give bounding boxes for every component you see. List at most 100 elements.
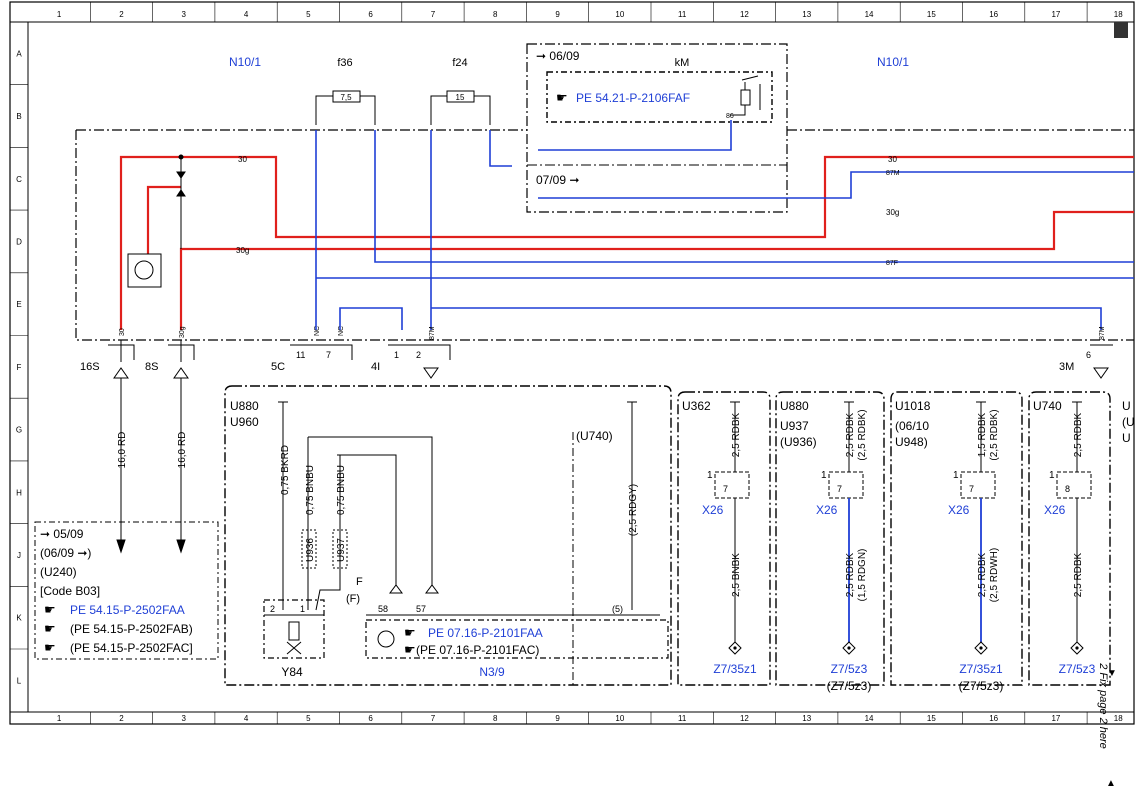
grid-row-label: L [17, 676, 22, 685]
pin-87m-right: 87M [1099, 326, 1106, 340]
relay-ref-link[interactable]: PE 54.21-P-2106FAF [576, 91, 690, 105]
grid-col-top: 4 [244, 10, 249, 19]
fuse-f24-label: f24 [452, 57, 467, 69]
relay-km-box [526, 43, 788, 213]
fuse-f36-label: f36 [337, 57, 352, 69]
x26-label: X26 [816, 503, 838, 517]
grid-col-bottom: 12 [740, 714, 749, 723]
transistor-icon [134, 260, 154, 280]
grid-col-top: 1 [57, 10, 62, 19]
relay-km-label: kM [675, 57, 690, 69]
pin-6: 6 [1086, 350, 1091, 360]
grid-col-bottom: 9 [555, 714, 560, 723]
grid-col-top: 9 [555, 10, 560, 19]
connector-5c: 5C [271, 361, 285, 373]
grid-col-top: 6 [368, 10, 373, 19]
grid-row-label: E [16, 300, 21, 309]
x26-pin-1: 1 [707, 470, 713, 481]
n10-label-left: N10/1 [229, 55, 261, 69]
grid-row-label: F [17, 363, 22, 372]
corner-mark [1114, 22, 1128, 38]
n10-label-right: N10/1 [877, 55, 909, 69]
x26-connector-box [1056, 471, 1092, 499]
left-box-ref1[interactable]: PE 54.15-P-2502FAA [70, 603, 185, 617]
x26-wire-top-label: 2,5 RDBK [845, 412, 856, 457]
pin-nc-2: NC [338, 326, 345, 336]
grid-row-label: J [17, 551, 21, 560]
left-box-ref2[interactable]: (PE 54.15-P-2502FAB) [70, 622, 193, 636]
n39-wire-bnbu-2: 0,75 BNBU [336, 465, 347, 515]
ground-point-dot [733, 646, 737, 650]
n39-ref1[interactable]: PE 07.16-P-2101FAA [428, 626, 543, 640]
x26-block-title: U362 [682, 399, 711, 413]
x26-wire-bottom-label-2: (2,5 RDWH) [989, 548, 1000, 602]
x26-connector-box [714, 471, 750, 499]
grid-col-bottom: 10 [615, 714, 624, 723]
pin-7: 7 [326, 350, 331, 360]
y84-box [263, 599, 325, 659]
relay-hand-icon: ☛ [556, 90, 568, 105]
ground-point-dot [847, 646, 851, 650]
ground-point-dot [1075, 646, 1079, 650]
y84-label: Y84 [281, 665, 303, 679]
y84-pin-2: 2 [270, 604, 275, 614]
grid-col-bottom: 3 [182, 714, 187, 723]
edge-u-3: U [1122, 431, 1131, 445]
transistor-box [127, 253, 162, 288]
n39-wire-bkrd: 0,75 BKRD [280, 445, 291, 495]
line-30g-label: 30g [236, 246, 249, 255]
grid-col-top: 15 [927, 10, 936, 19]
grid-col-bottom: 6 [368, 714, 373, 723]
n39-wire-bnbu-1: 0,75 BNBU [305, 465, 316, 515]
line-87f-label: 87F [886, 260, 898, 267]
x26-block-title: U740 [1033, 399, 1062, 413]
x26-block-frame [1028, 391, 1111, 686]
edge-u-2: (U [1122, 415, 1135, 429]
x26-wire-top-label-2: (2,5 RDBK) [989, 409, 1000, 460]
n39-ref2[interactable]: (PE 07.16-P-2101FAC) [416, 643, 539, 657]
u937-box [332, 529, 348, 569]
y84-valve-icon [286, 621, 302, 655]
n39-component-box [365, 619, 669, 659]
left-box-hand-icon-3: ☛ [44, 640, 56, 655]
n39-label: N3/9 [479, 665, 505, 679]
x26-wire-bottom-label: 2,5 RDBK [1073, 552, 1084, 597]
side-arrow-bottom-icon: ▲ [1106, 778, 1116, 789]
left-box-line1: ➞ 05/09 [40, 527, 84, 541]
left-info-box [34, 521, 219, 660]
grid-row-label: D [16, 237, 22, 246]
x26-pin-7: 7 [837, 484, 842, 494]
wire-30-red [119, 155, 1134, 330]
relay-coil-icon [730, 75, 761, 116]
ground-point-dot [979, 646, 983, 650]
x26-ground-label-2: (Z7/5z3) [959, 679, 1004, 693]
pin-11: 11 [296, 350, 305, 360]
grid-col-bottom: 17 [1051, 714, 1060, 723]
x26-label: X26 [1044, 503, 1066, 517]
n10-enclosure [75, 129, 1134, 341]
pin-1: 1 [394, 350, 399, 360]
diode-pair-icon [176, 154, 186, 249]
relay-pin-86: 86 [726, 113, 734, 120]
edge-u-1: U [1122, 399, 1131, 413]
x26-block-title: U1018 [895, 399, 931, 413]
connector-arrow-icons [113, 367, 1109, 379]
left-box-line2: (06/09 ➞) [40, 546, 91, 560]
pin-30g-vertical: 30g [179, 326, 186, 338]
fuse-f36-value: 7,5 [340, 93, 352, 102]
grid-col-bottom: 2 [119, 714, 124, 723]
left-box-hand-icon-1: ☛ [44, 602, 56, 617]
pin-2: 2 [416, 350, 421, 360]
x26-pin-7: 7 [723, 484, 728, 494]
left-box-line4: [Code B03] [40, 584, 100, 598]
left-box-ref3[interactable]: (PE 54.15-P-2502FAC] [70, 641, 193, 655]
n39-u936: U936 [305, 538, 316, 562]
fuse-f36 [315, 90, 376, 125]
n39-f-paren: (F) [346, 593, 360, 605]
n39-transistor-icon [377, 630, 395, 648]
n39-pin-58: 58 [378, 604, 388, 614]
n39-hand-icon-2: ☛ [404, 642, 416, 657]
